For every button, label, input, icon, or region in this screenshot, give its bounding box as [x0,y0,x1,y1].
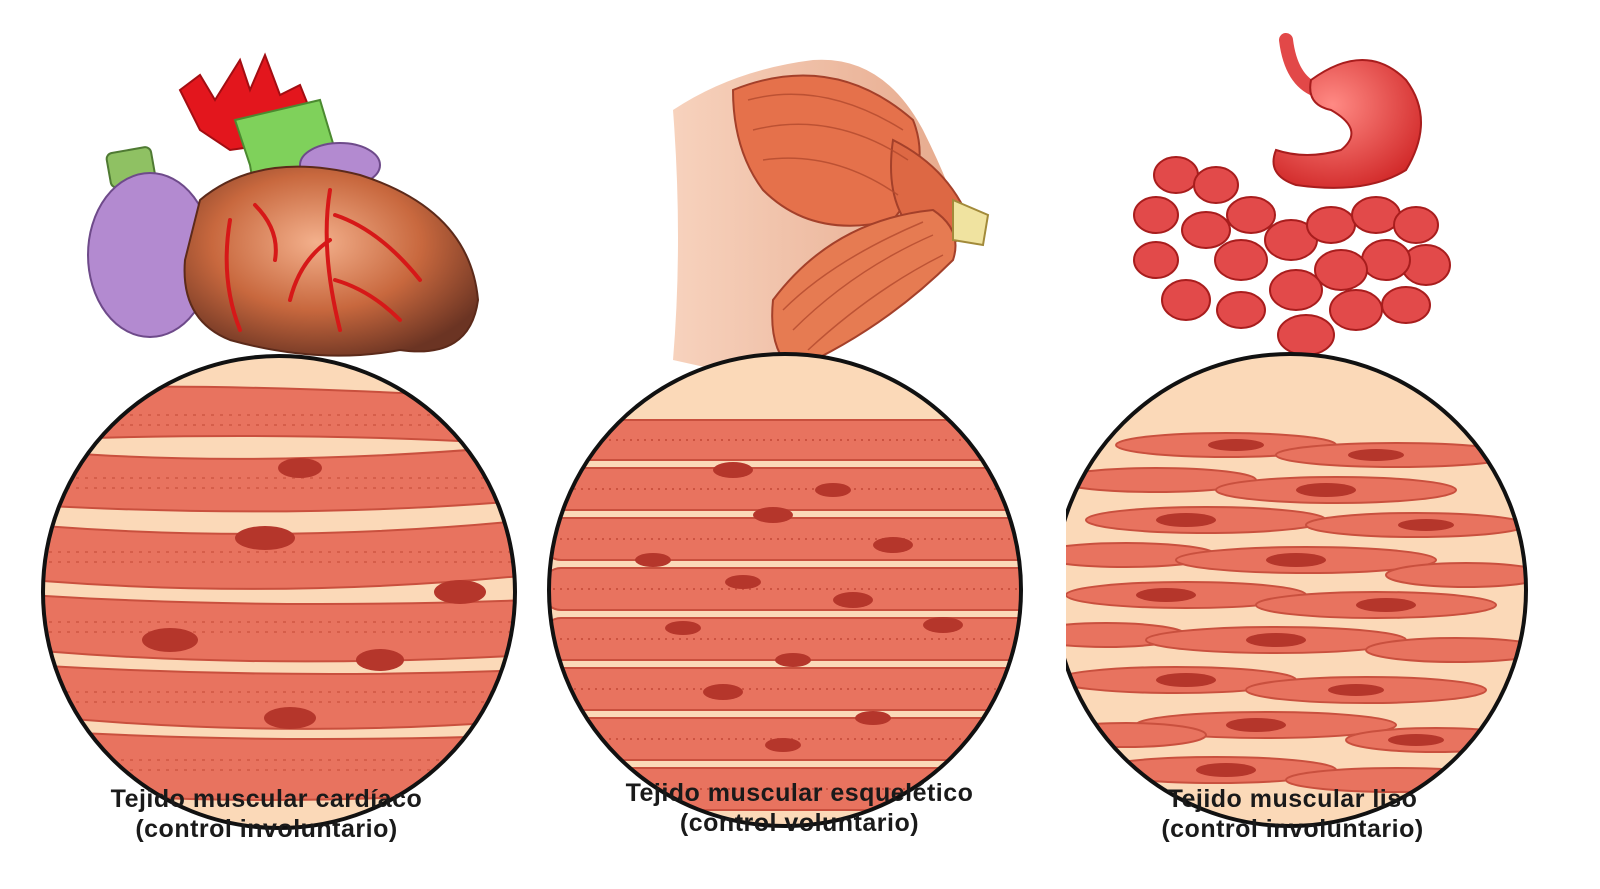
skeletal-caption: Tejido muscular esquelético (control vol… [533,778,1066,838]
cardiac-caption: Tejido muscular cardíaco (control involu… [0,784,533,844]
cardiac-illustration [41,52,517,830]
cardiac-tissue-magnified [41,354,517,830]
cardiac-label-control: (control involuntario) [135,815,398,843]
smooth-panel: Tejido muscular liso (control involuntar… [1066,0,1599,889]
cardiac-label-title: Tejido muscular cardíaco [110,785,423,813]
arm-muscle-icon [673,59,990,380]
skeletal-label-title: Tejido muscular esquelético [625,779,974,807]
cardiac-panel: Tejido muscular cardíaco (control involu… [0,0,533,889]
skeletal-panel: Tejido muscular esquelético (control vol… [533,0,1066,889]
smooth-label-title: Tejido muscular liso [1167,785,1418,813]
smooth-caption: Tejido muscular liso (control involuntar… [1026,784,1559,844]
skeletal-illustration [547,59,1023,828]
skeletal-tissue-magnified [547,352,1023,828]
smooth-illustration [1066,33,1528,828]
skeletal-label-control: (control voluntario) [679,809,920,837]
smooth-label-control: (control involuntario) [1161,815,1424,843]
smooth-tissue-magnified [1066,352,1528,828]
stomach-intestines-icon [1133,33,1451,356]
heart-icon [87,52,480,357]
